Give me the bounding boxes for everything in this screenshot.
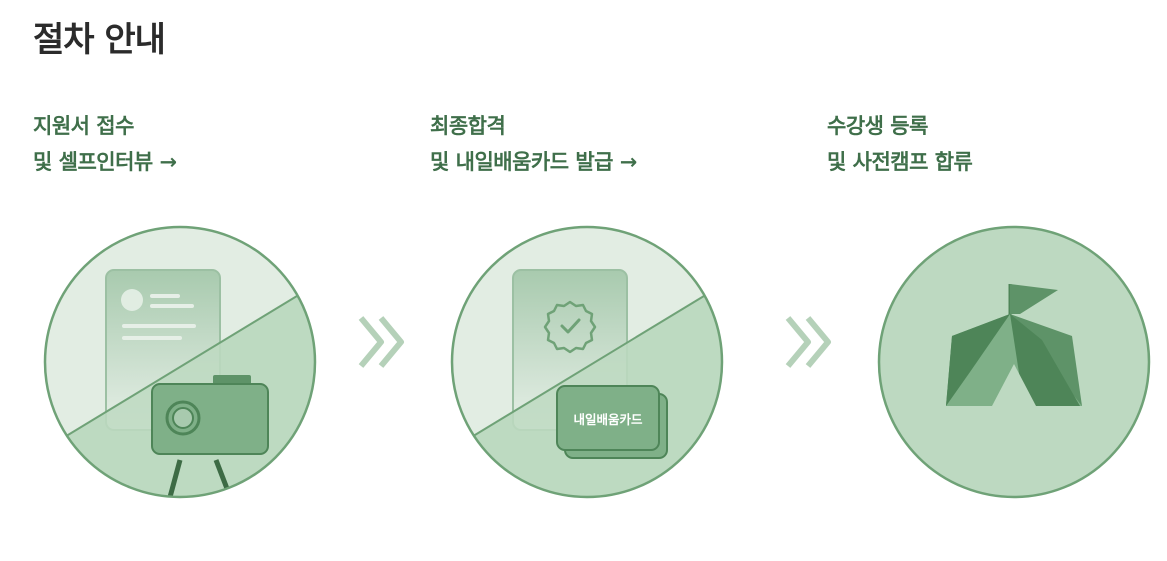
- step-1-title: 지원서 접수: [33, 114, 134, 138]
- double-chevron-right-icon: [358, 316, 404, 368]
- certificate-card-icon: 내일배움카드: [450, 225, 724, 499]
- step-3-label: 수강생 등록 및 사전캠프 합류: [827, 108, 973, 180]
- step-2-label: 최종합격 및 내일배움카드 발급 →: [430, 108, 637, 180]
- step-2-title: 최종합격: [430, 114, 506, 138]
- page-title: 절차 안내: [33, 20, 166, 60]
- card-label: 내일배움카드: [573, 412, 643, 427]
- application-camera-icon: [43, 225, 317, 499]
- step-3-subtitle: 및 사전캠프 합류: [827, 150, 973, 174]
- step-1-subtitle: 및 셀프인터뷰 →: [33, 150, 177, 174]
- step-3-title: 수강생 등록: [827, 114, 928, 138]
- step-1-label: 지원서 접수 및 셀프인터뷰 →: [33, 108, 177, 180]
- tent-flag-icon: [877, 225, 1151, 499]
- step-2-subtitle: 및 내일배움카드 발급 →: [430, 150, 637, 174]
- double-chevron-right-icon: [785, 316, 831, 368]
